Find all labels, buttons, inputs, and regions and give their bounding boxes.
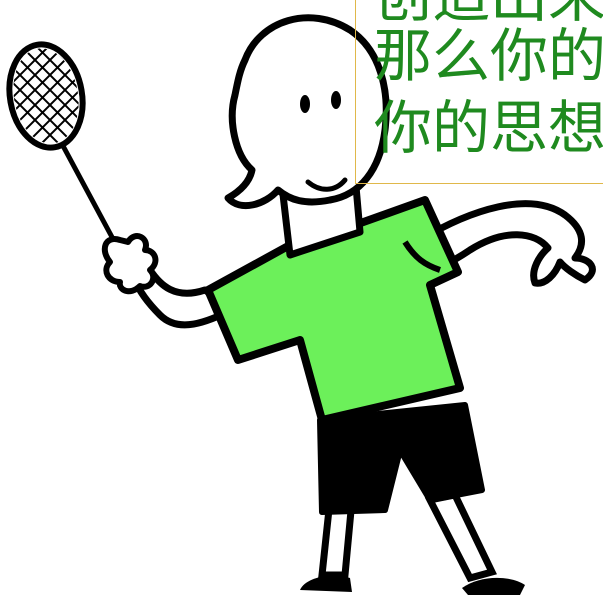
- racket: [6, 41, 123, 254]
- slide-text-line: 那么你的: [374, 22, 603, 90]
- slide-text-box: 创造出来 那么你的 你的思想: [355, 0, 603, 184]
- slide-text-line: 创造出来: [374, 0, 603, 25]
- slide-text-line: 你的思想: [374, 94, 603, 162]
